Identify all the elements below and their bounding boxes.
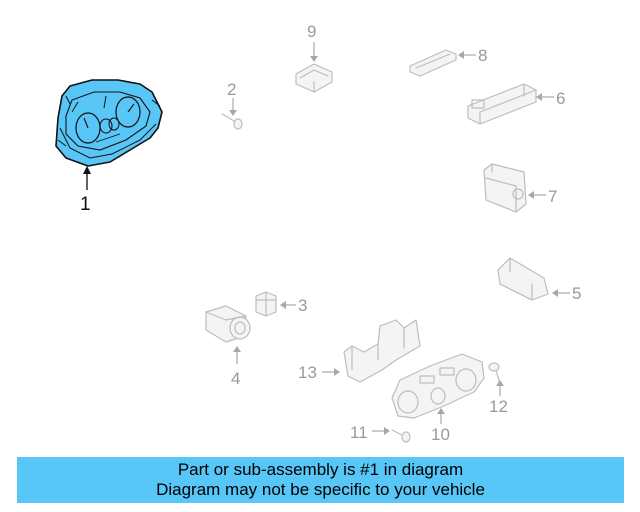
screw-part-11[interactable]	[391, 429, 411, 443]
callout-2-label: 2	[227, 80, 236, 99]
callout-12-leader	[496, 380, 504, 396]
info-banner: Part or sub-assembly is #1 in diagram Di…	[17, 457, 624, 503]
switch-part-4[interactable]	[205, 305, 251, 343]
banner-line-2: Diagram may not be specific to your vehi…	[156, 480, 485, 499]
callout-3-label: 3	[298, 296, 307, 315]
callout-4-leader	[233, 346, 241, 364]
module-part-7[interactable]	[483, 163, 527, 213]
callout-3-leader	[280, 301, 296, 309]
callout-1-leader	[83, 166, 91, 190]
bracket-part-5[interactable]	[497, 257, 549, 301]
callout-12-label: 12	[489, 397, 508, 416]
bracket-part-13[interactable]	[343, 319, 421, 383]
callout-8-label: 8	[478, 46, 487, 65]
callout-9-label: 9	[307, 22, 316, 41]
callout-11-leader	[372, 427, 390, 435]
callout-6-label: 6	[556, 89, 565, 108]
screw-part-2[interactable]	[221, 113, 243, 130]
switch-bar-part-6[interactable]	[467, 83, 537, 125]
screw-part-12[interactable]	[488, 362, 501, 385]
callout-11-label: 11	[350, 423, 368, 442]
callout-5-leader	[552, 289, 570, 297]
callout-7-label: 7	[548, 187, 557, 206]
callout-6-leader	[536, 93, 554, 101]
switch-part-8[interactable]	[409, 49, 457, 77]
callout-7-leader	[528, 191, 546, 199]
callout-13-label: 13	[298, 363, 317, 382]
callout-10-leader	[437, 408, 445, 424]
callout-13-leader	[322, 368, 340, 376]
banner-line-1: Part or sub-assembly is #1 in diagram	[177, 460, 464, 479]
callout-10-label: 10	[431, 425, 450, 444]
callout-1-label: 1	[80, 194, 91, 215]
instrument-cluster-part[interactable]	[55, 79, 163, 167]
switch-part-9[interactable]	[295, 63, 333, 93]
callout-9-leader	[310, 42, 318, 62]
switch-part-3[interactable]	[255, 291, 277, 317]
callout-2-leader	[229, 98, 237, 116]
callout-5-label: 5	[572, 284, 581, 303]
callout-8-leader	[458, 51, 476, 59]
climate-control-part-10[interactable]	[391, 353, 485, 419]
callout-4-label: 4	[231, 369, 240, 388]
